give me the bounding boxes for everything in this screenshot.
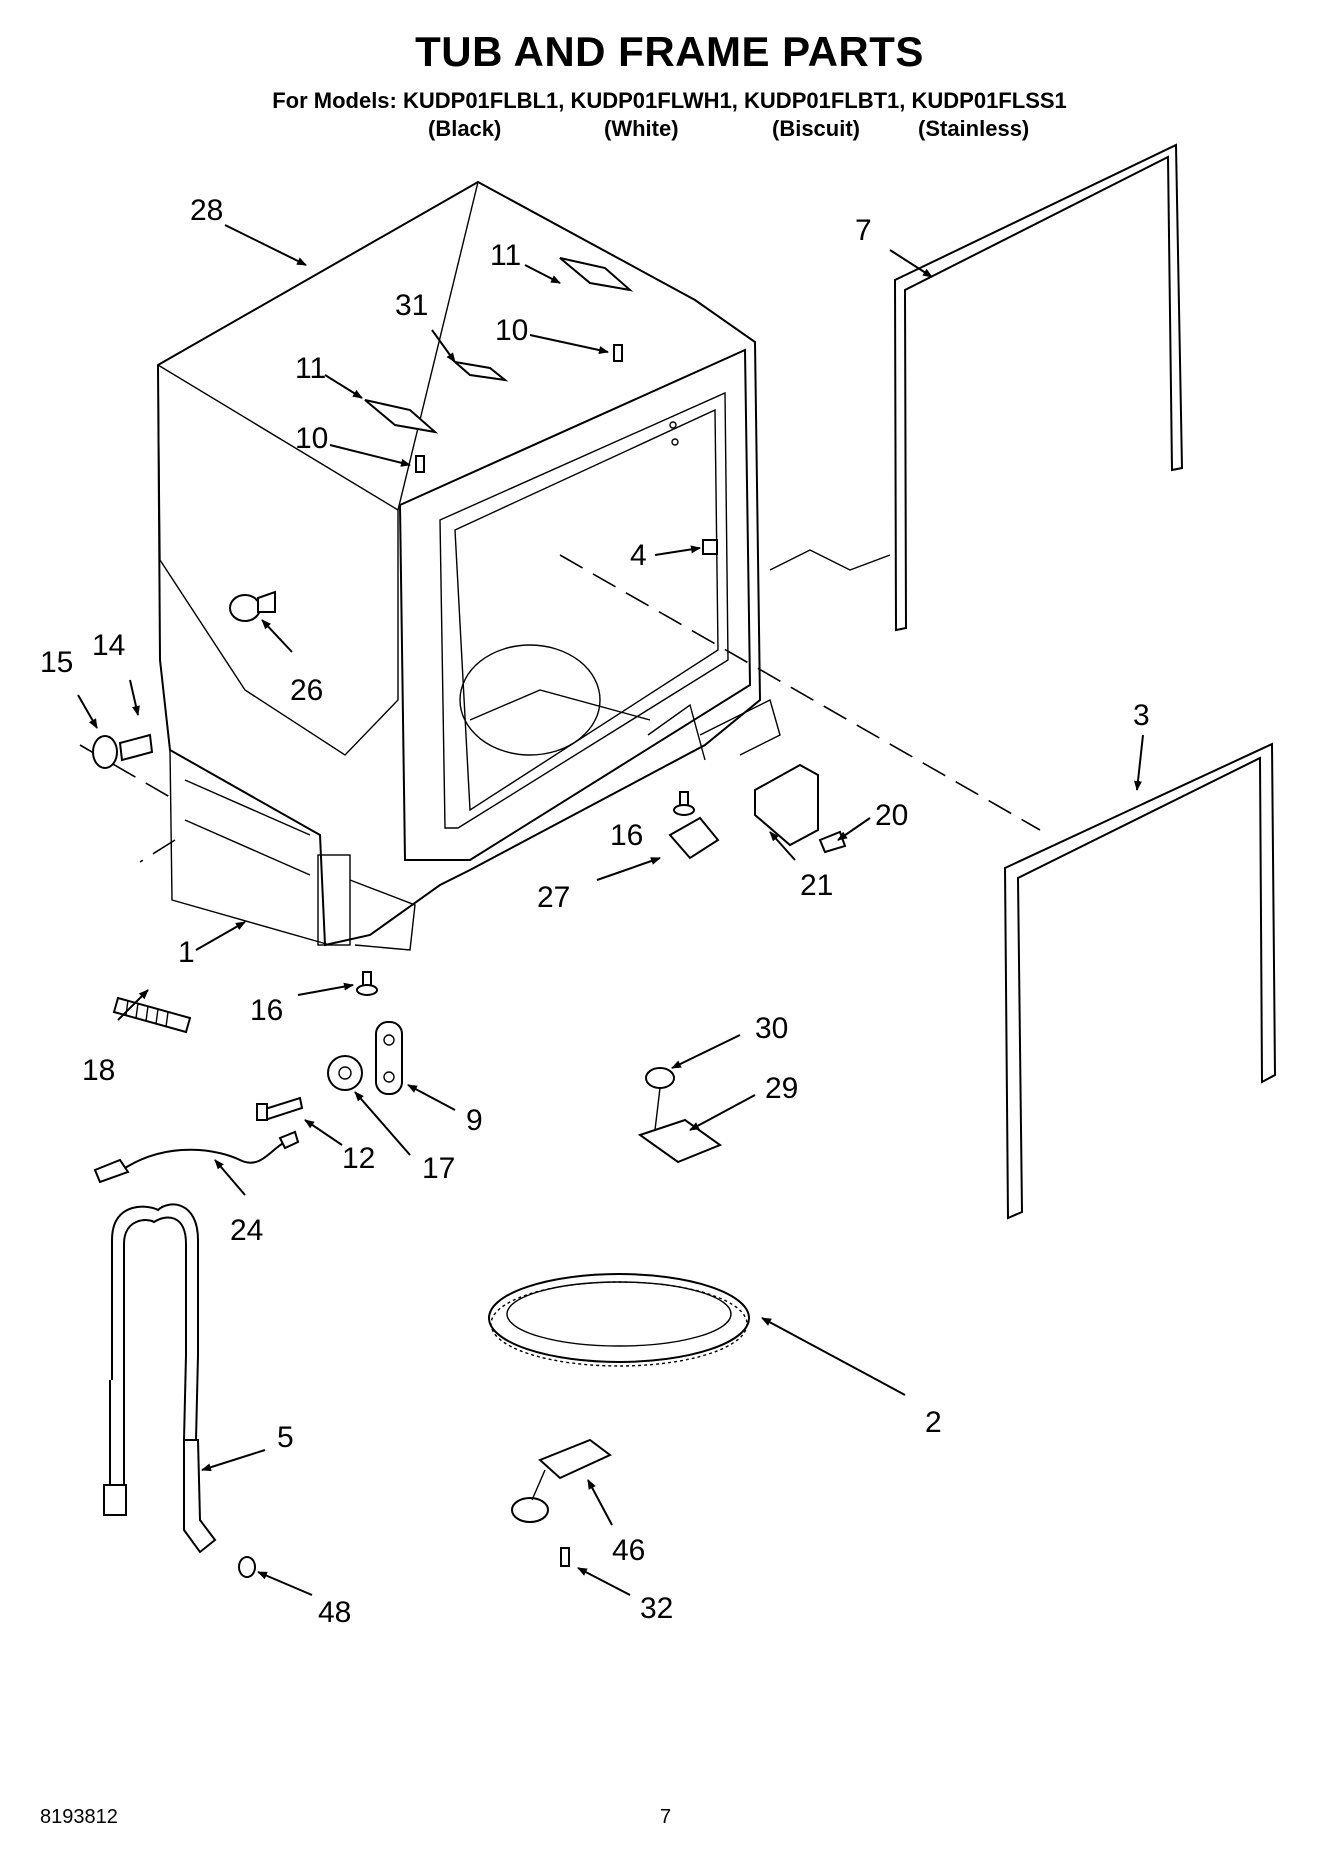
callout-9: 9 [466, 1104, 483, 1137]
door-seal-part [769, 143, 1184, 632]
callout-30: 30 [755, 1012, 788, 1045]
sump-ring-part [488, 1273, 750, 1367]
finish-stainless: (Stainless) [918, 116, 1030, 141]
callout-20: 20 [875, 799, 908, 832]
callout-27: 27 [537, 881, 570, 914]
callout-48: 48 [318, 1596, 351, 1629]
callout-12: 12 [342, 1142, 375, 1175]
callout-10-upper: 10 [495, 314, 528, 347]
callout-46: 46 [612, 1534, 645, 1567]
callout-10-lower: 10 [295, 422, 328, 455]
tub-gasket-part [1003, 742, 1277, 1220]
callout-28: 28 [190, 194, 223, 227]
callout-11-upper: 11 [490, 239, 521, 272]
callout-21: 21 [800, 869, 833, 902]
callout-15: 15 [40, 646, 73, 679]
page-number: 7 [660, 1806, 672, 1828]
tub-assembly [156, 180, 781, 951]
document-number: 8193812 [40, 1806, 118, 1828]
callout-26: 26 [290, 674, 323, 707]
callout-14: 14 [92, 629, 125, 662]
page-title: TUB AND FRAME PARTS [415, 28, 924, 75]
callout-18: 18 [82, 1054, 115, 1087]
finish-white: (White) [604, 116, 679, 141]
finish-black: (Black) [428, 116, 502, 141]
fitting-parts [238, 1438, 612, 1578]
callout-11-lower: 11 [295, 352, 326, 385]
ground-wire-part [93, 1130, 300, 1184]
callout-17: 17 [422, 1152, 455, 1185]
callout-24: 24 [230, 1214, 263, 1247]
callout-32: 32 [640, 1592, 673, 1625]
leader-lines [77, 224, 1144, 1596]
hose-part [103, 1203, 217, 1554]
callout-5: 5 [277, 1421, 294, 1454]
leveling-parts [92, 733, 695, 1122]
hinge-brackets [229, 257, 718, 622]
callout-labels: 28 7 11 10 31 11 10 4 26 15 14 3 16 20 2… [40, 194, 1150, 1629]
callout-31: 31 [395, 289, 428, 322]
callout-16-lower: 16 [250, 994, 283, 1027]
finish-biscuit: (Biscuit) [772, 116, 860, 141]
callout-7: 7 [855, 214, 872, 247]
callout-1: 1 [178, 936, 195, 969]
callout-2: 2 [925, 1406, 942, 1439]
mounting-clips [637, 763, 847, 1164]
callout-4: 4 [630, 539, 647, 572]
models-line: For Models: KUDP01FLBL1, KUDP01FLWH1, KU… [272, 88, 1067, 113]
callout-29: 29 [765, 1072, 798, 1105]
callout-16-upper: 16 [610, 819, 643, 852]
callout-3: 3 [1133, 699, 1150, 732]
